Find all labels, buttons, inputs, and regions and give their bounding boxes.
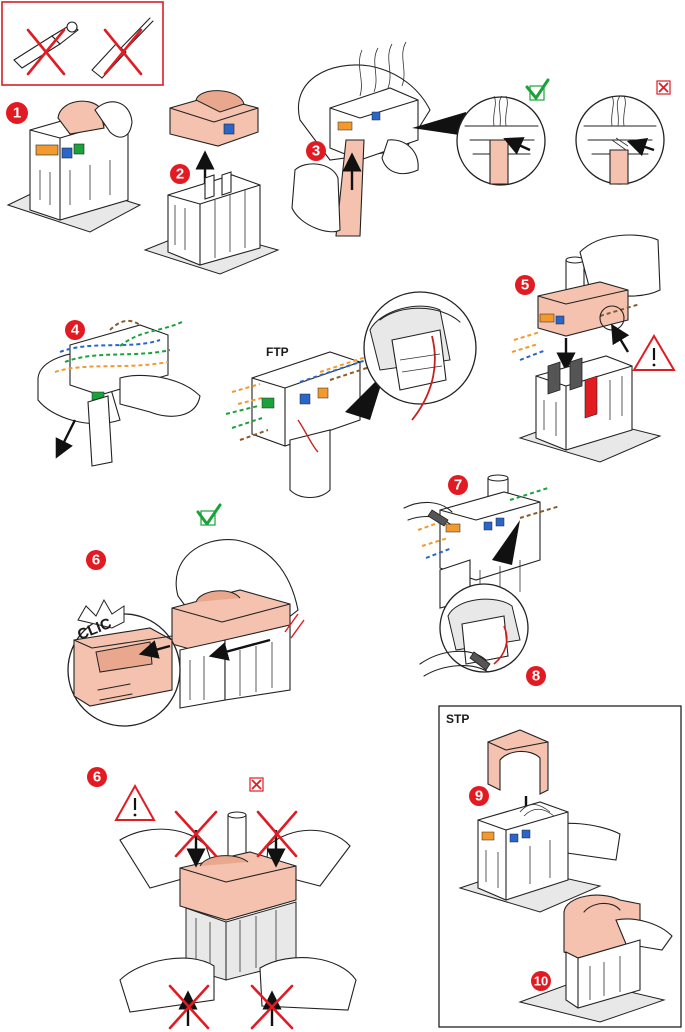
ftp-label: FTP	[266, 345, 289, 359]
step-2-badge: 2	[170, 164, 190, 184]
svg-text:2: 2	[176, 166, 184, 183]
no-tools-icon	[1, 1, 164, 86]
ftp-figure	[225, 351, 386, 499]
step-3-badge: 3	[306, 141, 326, 161]
svg-text:7: 7	[454, 477, 462, 494]
svg-text:6: 6	[93, 769, 101, 786]
cross-icon	[656, 80, 671, 95]
stp-step-9-figure	[458, 729, 621, 913]
step-1-badge: 1	[6, 102, 28, 124]
step-6-bottom-badge: 6	[87, 767, 107, 787]
step-1-figure	[6, 100, 142, 233]
svg-text:8: 8	[532, 668, 540, 685]
svg-text:10: 10	[534, 974, 548, 989]
stp-step-10-figure	[518, 894, 673, 1023]
step-6-top-figure	[171, 539, 305, 709]
stp-label: STP	[446, 712, 469, 726]
step-3-detail-correct	[456, 95, 546, 186]
svg-text:9: 9	[475, 788, 483, 805]
step-6-top-badge: 6	[86, 550, 106, 570]
ftp-detail-magnifier	[363, 291, 477, 421]
stp-step-9-badge: 9	[469, 786, 489, 806]
warning-icon	[114, 783, 156, 821]
svg-text:4: 4	[71, 322, 80, 339]
step-4-figure	[37, 319, 201, 467]
step-3-figure	[291, 41, 466, 237]
check-icon	[525, 78, 550, 101]
stp-step-10-badge: 10	[531, 971, 551, 991]
check-icon	[196, 503, 222, 526]
step-7-figure	[403, 474, 561, 609]
svg-text:1: 1	[13, 105, 21, 122]
svg-text:5: 5	[521, 277, 529, 294]
step-4-badge: 4	[65, 320, 85, 340]
step-3-detail-incorrect	[575, 95, 665, 185]
svg-text:6: 6	[92, 552, 100, 569]
step-6-bottom-figure	[119, 810, 357, 1030]
step-7-badge: 7	[448, 475, 468, 495]
step-5-badge: 5	[515, 275, 535, 295]
warning-icon	[632, 334, 676, 371]
step-2-figure	[143, 90, 280, 275]
step-5-figure	[511, 234, 662, 463]
step-8-badge: 8	[526, 666, 546, 686]
cross-icon	[249, 777, 264, 792]
step-8-magnifier	[419, 583, 529, 677]
svg-text:3: 3	[312, 143, 320, 160]
